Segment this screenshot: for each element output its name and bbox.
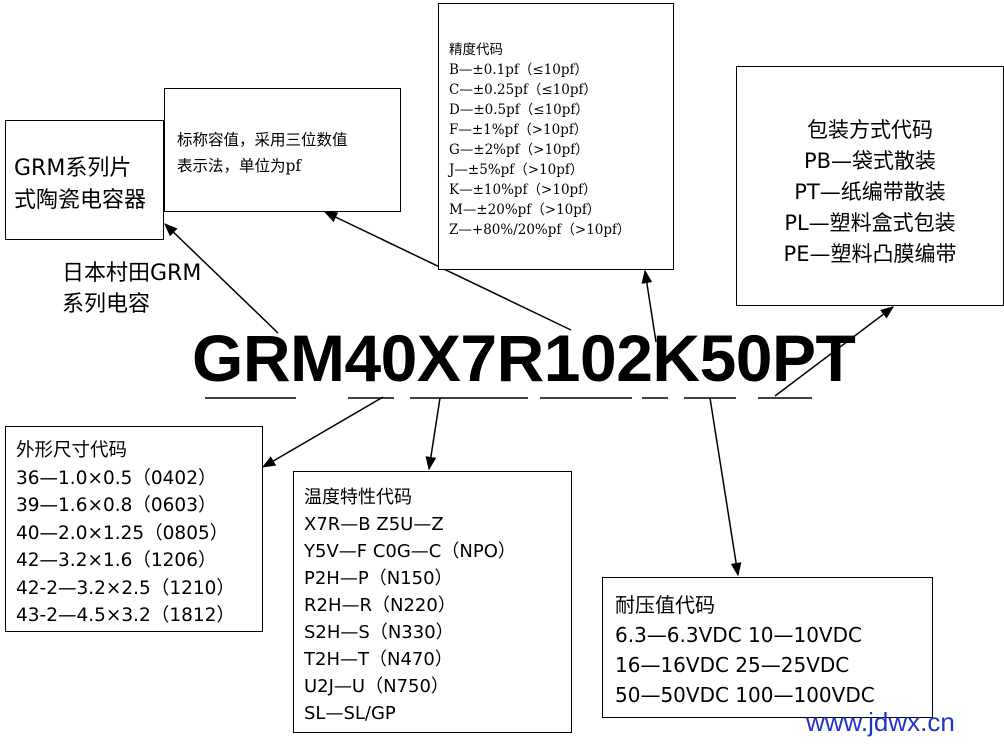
- grm-series-line: GRM系列片: [14, 156, 132, 181]
- grm-series-line: 式陶瓷电容器: [14, 188, 147, 213]
- tolerance-box: 精度代码 B—±0.1pf（≤10pf） C—±0.25pf（≤10pf） D—…: [438, 3, 674, 270]
- voltage-item: 16—16VDC 25—25VDC: [615, 653, 850, 677]
- temperature-item: R2H—R（N220）: [304, 595, 456, 616]
- temperature-item: U2J—U（N750）: [304, 676, 449, 697]
- tolerance-title: 精度代码: [449, 42, 503, 58]
- tolerance-item: G—±2%pf（>10pf）: [449, 142, 589, 158]
- case-size-item: 36—1.0×0.5（0402）: [16, 467, 217, 489]
- voltage-title: 耐压值代码: [615, 593, 715, 617]
- watermark-link[interactable]: www.jdwx.cn: [806, 707, 955, 737]
- packaging-box: 包装方式代码 PB—袋式散装 PT—纸编带散装 PL—塑料盒式包装 PE—塑料凸…: [736, 66, 1004, 306]
- capacitance-box: 标称容值，采用三位数值 表示法，单位为pf: [164, 88, 401, 212]
- packaging-title: 包装方式代码: [807, 118, 933, 142]
- arrow-to-voltage: [709, 397, 742, 577]
- murata-line: 日本村田GRM: [62, 261, 202, 286]
- temperature-item: T2H—T（N470）: [304, 649, 453, 670]
- packaging-item: PT—纸编带散装: [794, 180, 946, 204]
- tolerance-item: B—±0.1pf（≤10pf）: [449, 62, 588, 78]
- part-number: GRM40X7R102K50PT: [192, 321, 856, 395]
- tolerance-item: D—±0.5pf（≤10pf）: [449, 102, 589, 118]
- packaging-item: PL—塑料盒式包装: [784, 211, 956, 235]
- temperature-item: X7R—B Z5U—Z: [304, 514, 444, 535]
- tolerance-item: M—±20%pf（>10pf）: [449, 202, 601, 218]
- voltage-item: 6.3—6.3VDC 10—10VDC: [615, 623, 862, 647]
- case-size-box: 外形尺寸代码 36—1.0×0.5（0402） 39—1.6×0.8（0603）…: [5, 426, 263, 632]
- case-size-item: 40—2.0×1.25（0805）: [16, 522, 229, 544]
- temperature-item: P2H—P（N150）: [304, 568, 453, 589]
- temperature-title: 温度特性代码: [304, 487, 412, 508]
- case-size-title: 外形尺寸代码: [16, 440, 128, 461]
- voltage-item: 50—50VDC 100—100VDC: [615, 683, 875, 707]
- packaging-item: PE—塑料凸膜编带: [783, 242, 957, 266]
- arrow-to-tolerance: [641, 269, 657, 343]
- temperature-box: 温度特性代码 X7R—B Z5U—Z Y5V—F C0G—C（NPO） P2H—…: [293, 471, 572, 733]
- tolerance-item: C—±0.25pf（≤10pf）: [449, 82, 597, 98]
- murata-label: 日本村田GRM 系列电容: [62, 258, 201, 320]
- temperature-item: S2H—S（N330）: [304, 622, 454, 643]
- tolerance-item: Z—+80%/20%pf（>10pf）: [449, 222, 631, 238]
- tolerance-item: J—±5%pf（>10pf）: [449, 162, 584, 178]
- arrow-to-grm-series: [164, 223, 279, 334]
- voltage-box: 耐压值代码 6.3—6.3VDC 10—10VDC 16—16VDC 25—25…: [602, 577, 933, 718]
- tolerance-item: F—±1%pf（>10pf）: [449, 122, 588, 138]
- case-size-item: 39—1.6×0.8（0603）: [16, 495, 217, 516]
- capacitance-line: 标称容值，采用三位数值: [177, 131, 348, 149]
- temperature-item: SL—SL/GP: [304, 703, 396, 724]
- packaging-item: PB—袋式散装: [803, 149, 937, 173]
- arrow-to-temperature: [425, 397, 441, 471]
- arrow-to-packaging: [774, 306, 895, 397]
- temperature-item: Y5V—F C0G—C（NPO）: [304, 541, 516, 562]
- case-size-item: 42-2—3.2×2.5（1210）: [16, 577, 235, 599]
- murata-line: 系列电容: [62, 292, 151, 317]
- arrow-to-capacitance: [323, 211, 572, 331]
- case-size-item: 42—3.2×1.6（1206）: [16, 550, 217, 571]
- tolerance-item: K—±10%pf（>10pf）: [449, 182, 597, 198]
- grm-series-box: GRM系列片 式陶瓷电容器: [5, 120, 164, 240]
- capacitance-line: 表示法，单位为pf: [177, 157, 302, 175]
- case-size-item: 43-2—4.5×3.2（1812）: [16, 605, 235, 626]
- arrow-to-case-size: [261, 396, 384, 468]
